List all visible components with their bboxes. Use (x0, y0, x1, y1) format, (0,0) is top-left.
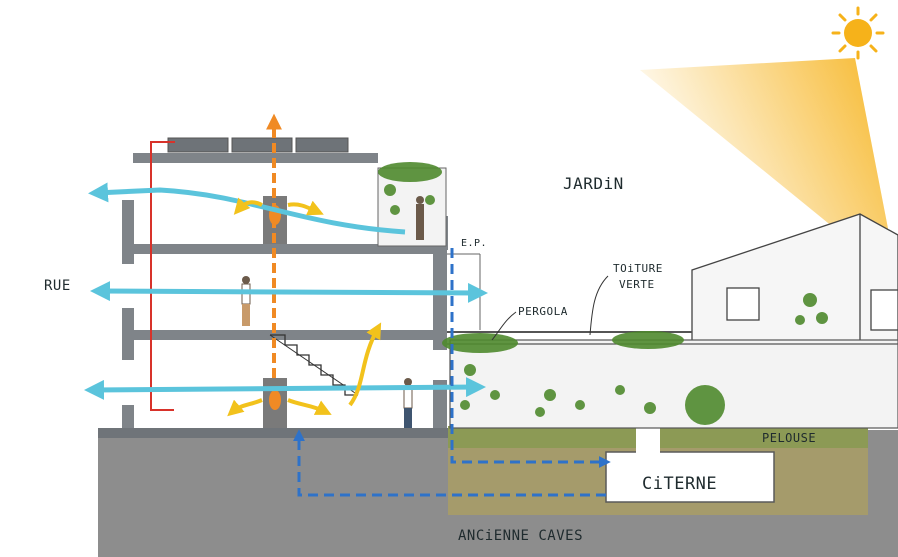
toiture-leader (589, 275, 609, 336)
label-jardin: JARDiN (563, 174, 624, 193)
main-building (98, 153, 481, 438)
rain-water-return (293, 429, 606, 497)
pergola-leader (491, 311, 517, 341)
label-pelouse: PELOUSE (762, 431, 816, 445)
air-flow-bottom (84, 377, 486, 400)
label-toiture: TOiTURE (613, 262, 663, 275)
plant-icon (378, 162, 828, 425)
label-ep: E.P. (461, 238, 487, 249)
label-pergola: PERGOLA (518, 305, 568, 318)
garden-wall (449, 339, 898, 429)
label-anciennes-caves: ANCiENNE CAVES (458, 528, 583, 544)
cistern (605, 451, 775, 503)
cistern-shaft (636, 428, 660, 454)
label-rue: RUE (44, 278, 71, 294)
sun-icon (831, 6, 885, 60)
label-citerne: CiTERNE (642, 474, 717, 494)
heating-pipe (150, 141, 175, 411)
rain-water-pipe (450, 248, 611, 468)
solar-panel-icon (167, 137, 349, 153)
air-flow-middle (90, 281, 488, 303)
air-flow-top (88, 182, 406, 235)
heat-flow (227, 197, 382, 417)
label-verte: VERTE (619, 278, 655, 291)
